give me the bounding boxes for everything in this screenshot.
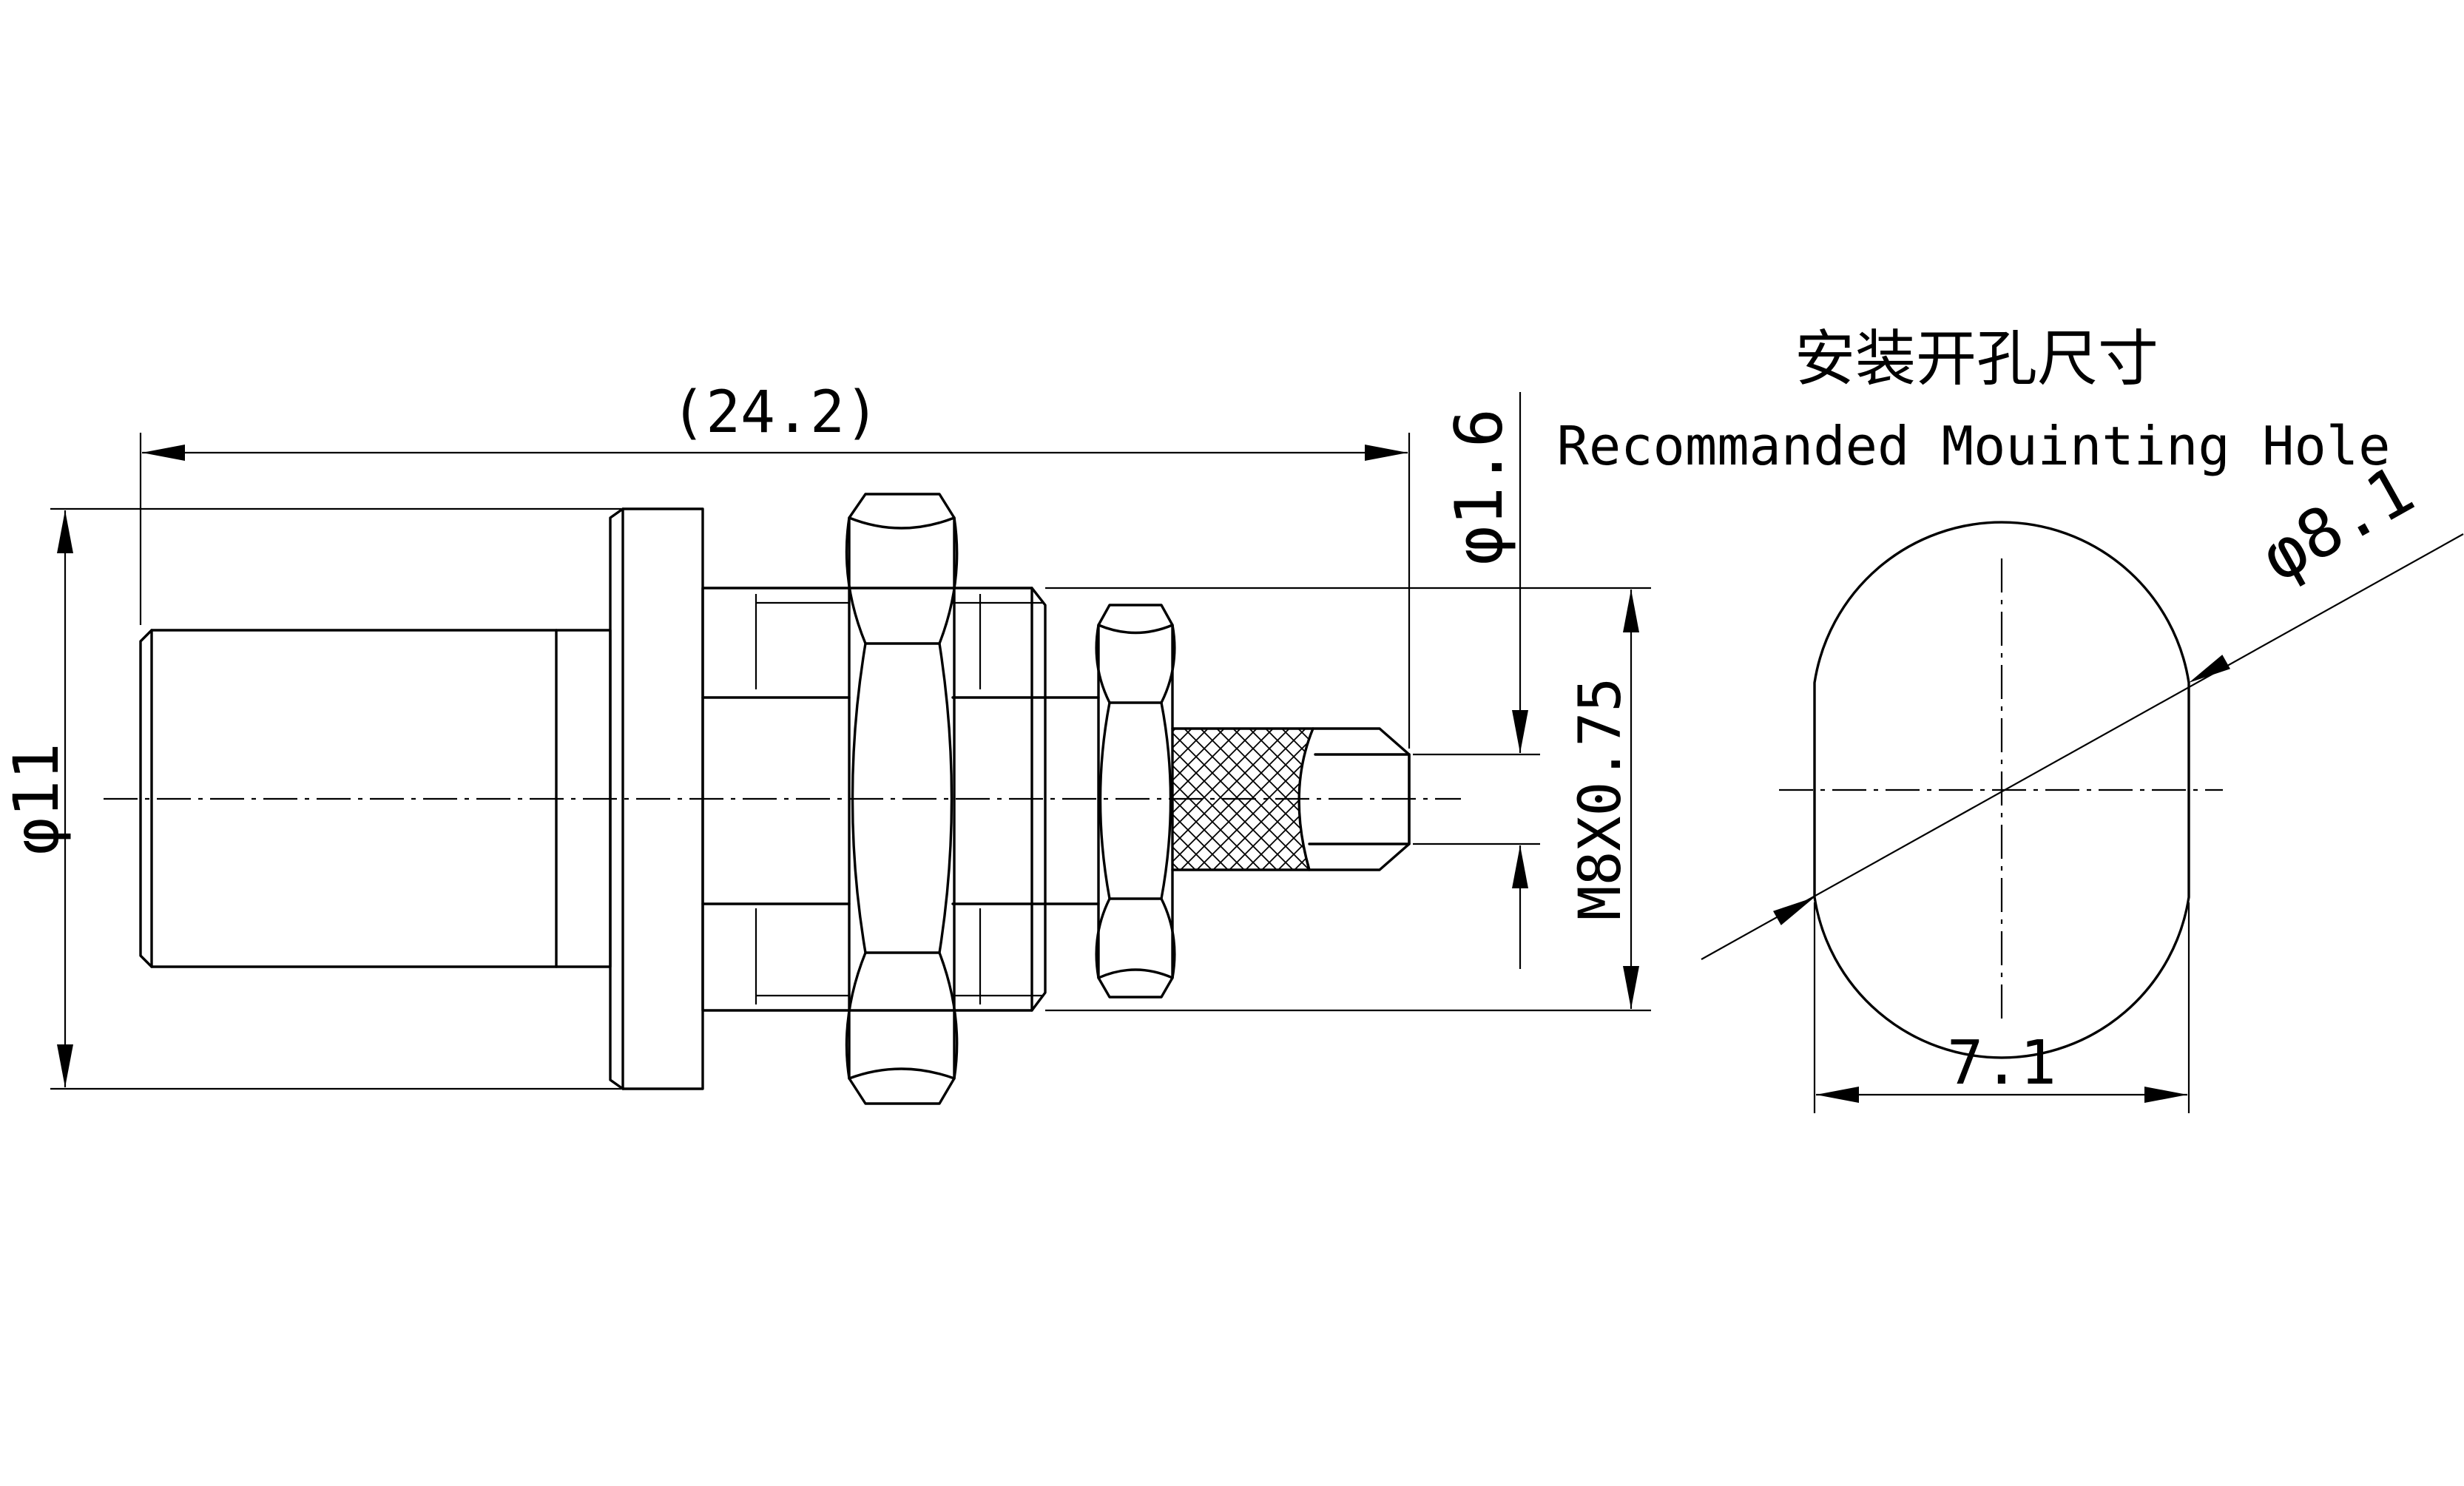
overall-length-label: (24.2)	[671, 379, 880, 446]
mounting-hole-view: 安装开孔尺寸 Recommanded Mouinting Hole φ8.1 7…	[1556, 324, 2464, 1113]
flange	[609, 507, 704, 1090]
mounting-hole-title-en: Recommanded Mouinting Hole	[1556, 415, 2390, 477]
pin-diameter-label: φ1.6	[1441, 408, 1517, 565]
large-hex-nut	[845, 493, 959, 1105]
dimension-pin-diameter: φ1.6	[1413, 392, 1540, 969]
mounting-hole-title-cn: 安装开孔尺寸	[1795, 324, 2158, 394]
body-diameter-label: φ11	[0, 743, 72, 855]
flat-width-label: 7.1	[1947, 1028, 2056, 1098]
threaded-body	[701, 587, 1047, 1012]
connector-side-view: (24.2) φ11 φ1.6 M8X0.7	[0, 379, 1651, 1105]
mounting-hole-outline	[1813, 521, 2190, 1059]
dimension-overall-length: (24.2)	[139, 379, 1411, 749]
small-hex-nut	[1044, 604, 1176, 999]
dimension-body-diameter: φ11	[0, 507, 621, 1090]
dimension-flat-width: 7.1	[1813, 902, 2190, 1113]
thread-label: M8X0.75	[1567, 678, 1634, 921]
dimension-thread: M8X0.75	[1045, 587, 1651, 1012]
crimp-sleeve	[1171, 727, 1411, 871]
